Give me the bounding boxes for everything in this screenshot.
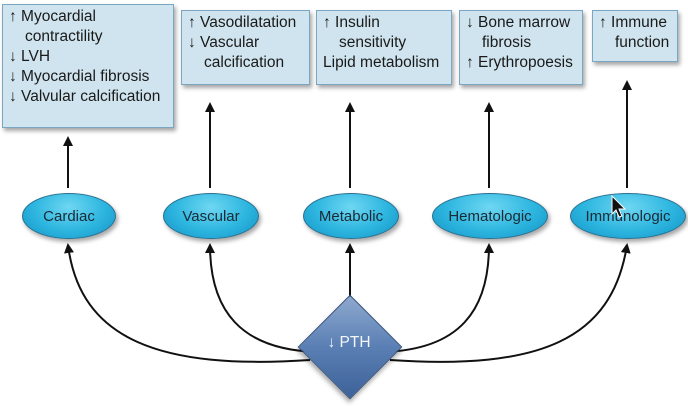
vascular-node: Vascular — [163, 193, 259, 239]
hematologic-effect-1-cont: fibrosis — [482, 34, 532, 51]
hematologic-effect-2: ↑ Erythropoesis — [466, 54, 573, 71]
arrow-pth-to-immunologic — [389, 243, 631, 363]
metabolic-effects-box: ↑ Insulin sensitivity Lipid metabolism — [316, 10, 452, 85]
immunologic-node-label: Immunologic — [585, 207, 671, 225]
vascular-effect-2: ↓ Vascular — [188, 34, 260, 51]
vascular-effect-1: ↑ Vasodilatation — [188, 14, 297, 31]
hematologic-effects-box: ↓ Bone marrow fibrosis ↑ Erythropoesis — [459, 10, 583, 85]
vascular-node-label: Vascular — [182, 207, 240, 225]
metabolic-effect-1-cont: sensitivity — [339, 34, 407, 51]
immunologic-node: Immunologic — [570, 193, 686, 239]
cardiac-node: Cardiac — [22, 193, 116, 239]
metabolic-node-label: Metabolic — [318, 207, 384, 225]
cardiac-node-label: Cardiac — [43, 207, 95, 225]
hematologic-node-label: Hematologic — [448, 207, 532, 225]
immunologic-effect-1-cont: function — [615, 34, 670, 51]
metabolic-node: Metabolic — [303, 193, 399, 239]
cardiac-effect-2: ↓ LVH — [9, 48, 51, 65]
vascular-effects-box: ↑ Vasodilatation ↓ Vascular calcificatio… — [181, 10, 310, 85]
cardiac-effect-4: ↓ Valvular calcification — [9, 88, 161, 105]
arrow-pth-to-cardiac — [64, 243, 311, 363]
metabolic-effect-1: ↑ Insulin — [323, 14, 380, 31]
pth-label: ↓ PTH — [327, 334, 371, 351]
cardiac-effect-1: ↑ Myocardial — [9, 8, 96, 25]
cardiac-effect-1-cont: contractility — [25, 28, 103, 45]
immunologic-effect-1: ↑ Immune — [599, 14, 668, 31]
cardiac-effects-box: ↑ Myocardial contractility ↓ LVH ↓ Myoca… — [2, 4, 174, 128]
arrow-pth-to-vascular — [205, 243, 319, 353]
immunologic-effects-box: ↑ Immune function — [592, 10, 678, 62]
hematologic-node: Hematologic — [432, 193, 548, 239]
cardiac-effect-3: ↓ Myocardial fibrosis — [9, 68, 150, 85]
hematologic-effect-1: ↓ Bone marrow — [466, 14, 571, 31]
metabolic-effect-2: Lipid metabolism — [323, 54, 440, 71]
vascular-effect-2-cont: calcification — [204, 54, 285, 71]
arrow-pth-to-hematologic — [381, 243, 494, 353]
